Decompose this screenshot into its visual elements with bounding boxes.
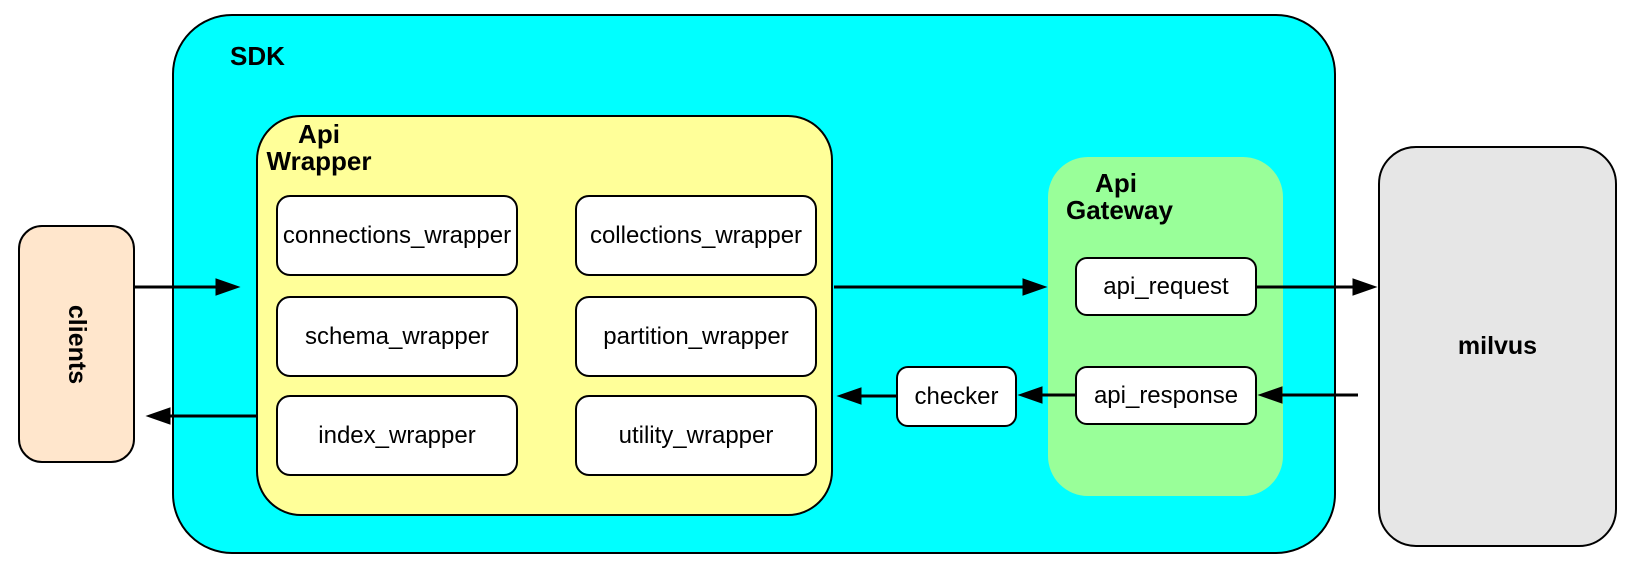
node-partition-wrapper: partition_wrapper — [575, 296, 817, 377]
node-index-wrapper: index_wrapper — [276, 395, 518, 476]
api-gateway-container — [1048, 157, 1283, 496]
node-clients: clients — [18, 225, 135, 463]
api-gateway-label-line2: Gateway — [1066, 195, 1173, 225]
api-wrapper-label-line1: Api — [298, 119, 340, 149]
node-connections-wrapper: connections_wrapper — [276, 195, 518, 276]
api-wrapper-label: Api Wrapper — [259, 121, 379, 175]
node-collections-wrapper: collections_wrapper — [575, 195, 817, 276]
api-wrapper-label-line2: Wrapper — [266, 146, 372, 176]
node-milvus: milvus — [1378, 146, 1617, 547]
node-schema-wrapper: schema_wrapper — [276, 296, 518, 377]
clients-label: clients — [62, 304, 91, 384]
milvus-label: milvus — [1457, 332, 1538, 360]
node-checker: checker — [896, 366, 1017, 427]
api-gateway-label: Api Gateway — [1066, 168, 1173, 225]
api-gateway-label-line1: Api — [1095, 168, 1137, 198]
node-api-response: api_response — [1075, 366, 1257, 425]
node-utility-wrapper: utility_wrapper — [575, 395, 817, 476]
node-api-request: api_request — [1075, 257, 1257, 316]
sdk-label: SDK — [230, 41, 285, 71]
